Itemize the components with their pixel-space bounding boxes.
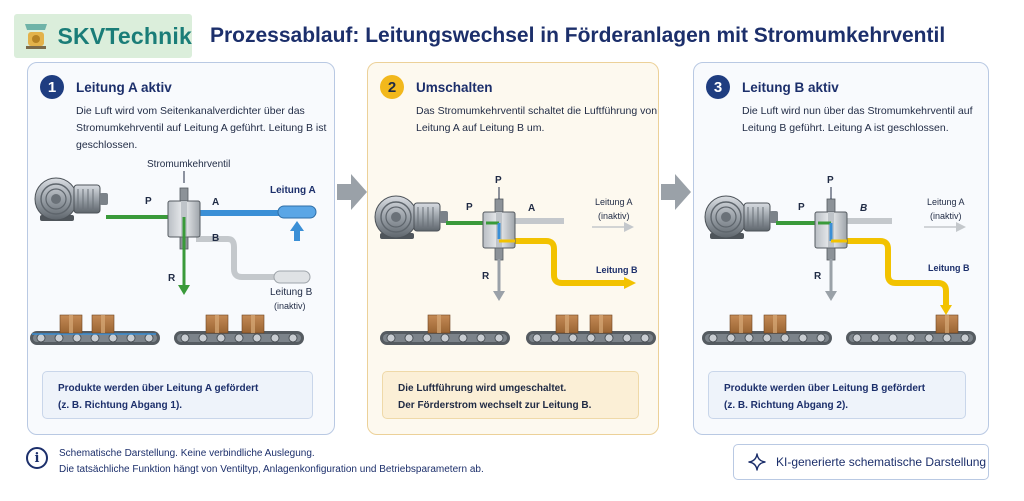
step-panel-3: 3 Leitung B aktiv Die Luft wird nun über…: [693, 62, 989, 435]
line-a-nozzle: [277, 205, 317, 219]
line-a-label: Leitung A: [270, 185, 316, 196]
blower-machine: [374, 195, 449, 240]
port-p: P: [145, 196, 152, 207]
disclaimer-text: Schematische Darstellung. Keine verbindl…: [59, 446, 484, 478]
port-a: A: [212, 197, 219, 208]
step-header: 1 Leitung A aktiv: [40, 75, 172, 99]
line-b-pipe: [515, 238, 626, 286]
product-box: [91, 314, 115, 334]
step-description: Das Stromumkehrventil schaltet die Luftf…: [416, 105, 658, 134]
step-note-line: (z. B. Richtung Abgang 2).: [724, 400, 849, 411]
port-b: B: [212, 233, 219, 244]
page-title: Prozessablauf: Leitungswechsel in Förder…: [210, 24, 946, 47]
conveyor-right: [173, 330, 305, 346]
line-a-label: Leitung A: [927, 197, 965, 207]
step-description: Die Luft wird vom Seitenkanalverdichter …: [76, 105, 327, 151]
step-note-line: (z. B. Richtung Abgang 1).: [58, 400, 183, 411]
brand-logo: SKVTechnik: [14, 14, 192, 58]
info-icon: i: [26, 447, 48, 469]
next-step-arrow-icon: [337, 174, 367, 210]
exhaust-arrow: [493, 291, 505, 301]
exhaust-arrow: [825, 291, 837, 301]
blower-machine: [704, 195, 779, 240]
exhaust-arrow: [178, 285, 190, 295]
product-box: [763, 314, 787, 334]
ai-badge-label: KI-generierte schematische Darstellung: [776, 455, 987, 469]
line-b-nozzle: [273, 270, 311, 284]
disclaimer-line: Die tatsächliche Funktion hängt von Vent…: [59, 464, 484, 475]
port-a: A: [528, 203, 535, 214]
valve-label: Stromumkehrventil: [147, 159, 230, 170]
step-description: Die Luft wird nun über das Stromumkehrve…: [742, 105, 973, 134]
step-note: Produkte werden über Leitung B gefördert…: [708, 371, 966, 419]
product-box: [241, 314, 265, 334]
step-header: 2 Umschalten: [380, 75, 493, 99]
line-a-state: (inaktiv): [598, 211, 630, 221]
line-a-arrow: [624, 222, 634, 232]
disclaimer-line: Schematische Darstellung. Keine verbindl…: [59, 448, 315, 459]
ai-generated-badge: KI-generierte schematische Darstellung: [733, 444, 989, 480]
port-b: B: [860, 203, 867, 214]
line-b-state: (inaktiv): [274, 301, 306, 311]
product-box: [427, 314, 451, 334]
step-number: 2: [380, 75, 404, 99]
line-a-arrow: [956, 222, 966, 232]
step-note: Produkte werden über Leitung A gefördert…: [42, 371, 313, 419]
step-panel-2: 2 Umschalten Das Stromumkehrventil schal…: [367, 62, 659, 435]
line-b-label: Leitung B: [596, 265, 638, 275]
port-p-top: P: [827, 175, 834, 186]
port-r: R: [814, 271, 822, 282]
line-b-label: Leitung B: [928, 263, 970, 273]
product-box: [205, 314, 229, 334]
step-title: Leitung B aktiv: [742, 79, 839, 95]
step-note-line: Produkte werden über Leitung B gefördert: [724, 383, 926, 394]
disclaimer: i Schematische Darstellung. Keine verbin…: [26, 446, 484, 478]
brand-name: SKVTechnik: [57, 22, 192, 49]
step-3-diagram: P P B R Leitung A (inaktiv) Leitung B: [701, 175, 977, 346]
logo-figure-icon: [14, 14, 58, 58]
blower-machine: [34, 177, 109, 222]
sparkle-icon: [748, 453, 766, 471]
step-1-diagram: Stromumkehrventil P A B R Leitung A Leit…: [29, 159, 317, 346]
port-p: P: [466, 202, 473, 213]
port-r: R: [168, 273, 176, 284]
step-2-diagram: P P A R Leitung A (inaktiv) Leitung B: [374, 175, 657, 346]
product-box: [59, 314, 83, 334]
port-p: P: [798, 202, 805, 213]
product-box: [555, 314, 579, 334]
line-b-arrow: [624, 277, 636, 289]
step-header: 3 Leitung B aktiv: [706, 75, 839, 99]
line-b-pipe: [196, 236, 276, 280]
line-a-state: (inaktiv): [930, 211, 962, 221]
step-number: 3: [706, 75, 730, 99]
line-b-pipe: [847, 238, 949, 307]
step-note-line: Die Luftführung wird umgeschaltet.: [398, 383, 567, 394]
next-step-arrow-icon: [661, 174, 691, 210]
step-note-line: Produkte werden über Leitung A gefördert: [58, 383, 259, 394]
product-box: [935, 314, 959, 334]
step-title: Leitung A aktiv: [76, 79, 172, 95]
line-b-arrow: [940, 305, 952, 315]
step-panel-1: 1 Leitung A aktiv Die Luft wird vom Seit…: [27, 62, 335, 435]
line-a-arrow: [290, 221, 304, 241]
step-title: Umschalten: [416, 79, 493, 95]
port-r: R: [482, 271, 490, 282]
product-box: [729, 314, 753, 334]
step-number: 1: [40, 75, 64, 99]
line-b-label: Leitung B: [270, 287, 313, 298]
port-p-top: P: [495, 175, 502, 186]
step-note: Die Luftführung wird umgeschaltet. Der F…: [382, 371, 639, 419]
product-box: [589, 314, 613, 334]
line-a-label: Leitung A: [595, 197, 633, 207]
step-note-line: Der Förderstrom wechselt zur Leitung B.: [398, 400, 592, 411]
